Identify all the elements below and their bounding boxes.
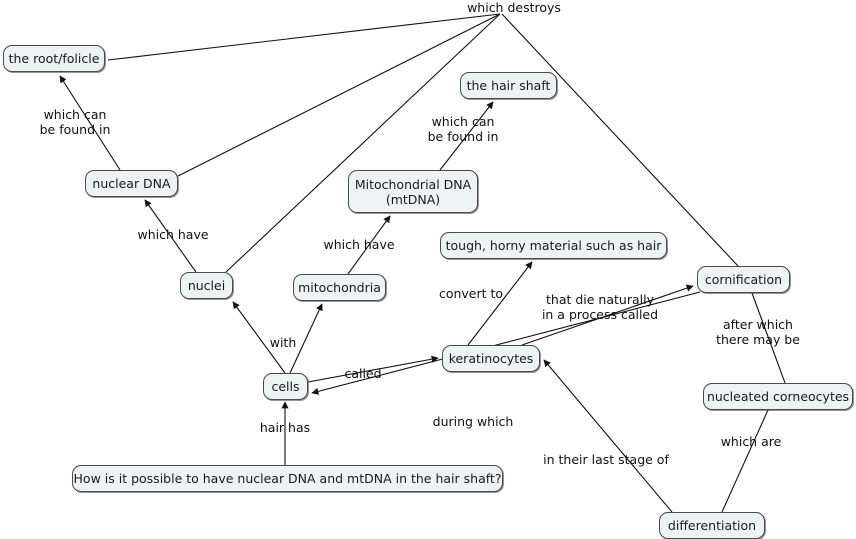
node-label: tough, horny material such as hair: [445, 237, 662, 253]
edge-nucleated-corneocytes-to-differentiation: [721, 409, 769, 513]
node-label: the root/folicle: [8, 50, 100, 66]
node-tough-horny-material[interactable]: tough, horny material such as hair: [440, 232, 667, 259]
edge-label-which-can-be-found-in-shaft: which can be found in: [427, 114, 499, 144]
node-nuclei[interactable]: nuclei: [180, 272, 233, 299]
edge-destroys-to-root-folicle: [107, 13, 501, 61]
node-label: nuclei: [187, 277, 226, 293]
edge-keratinocytes-to-tough-horny: [467, 261, 533, 346]
edge-differentiation-to-keratinocytes: [543, 359, 673, 513]
edge-label-in-their-last-stage-of: in their last stage of: [543, 452, 669, 467]
node-label: keratinocytes: [448, 350, 534, 366]
edge-label-called: called: [344, 366, 382, 381]
edge-label-hair-has: hair has: [259, 420, 311, 435]
edge-label-which-have-nuclei: which have: [137, 227, 209, 242]
node-question[interactable]: How is it possible to have nuclear DNA a…: [72, 465, 503, 492]
node-label-line-2: (mtDNA): [385, 191, 441, 207]
edge-label-with: with: [269, 335, 297, 350]
edge-label-which-have-mitochondria: which have: [323, 237, 395, 252]
node-label: nuclear DNA: [92, 175, 171, 191]
edge-label-which-destroys: which destroys: [467, 0, 561, 15]
node-keratinocytes[interactable]: keratinocytes: [442, 345, 540, 372]
node-label: cells: [271, 378, 300, 394]
edge-destroys-to-cornification: [501, 13, 739, 267]
node-cornification[interactable]: cornification: [697, 266, 790, 293]
node-the-root-folicle[interactable]: the root/folicle: [3, 45, 105, 72]
node-label-line-1: Mitochondrial DNA: [354, 176, 472, 192]
node-label: nucleated corneocytes: [706, 388, 850, 404]
edge-label-convert-to: convert to: [438, 286, 504, 301]
node-differentiation[interactable]: differentiation: [659, 512, 765, 539]
edge-label-which-can-be-found-in-root: which can be found in: [39, 107, 111, 137]
node-mitochondria[interactable]: mitochondria: [293, 274, 386, 301]
node-label: the hair shaft: [466, 77, 551, 93]
edge-label-which-are: which are: [720, 434, 782, 449]
node-nucleated-corneocytes[interactable]: nucleated corneocytes: [703, 383, 853, 410]
node-label: cornification: [704, 271, 783, 287]
node-label: mitochondria: [298, 279, 381, 295]
node-cells[interactable]: cells: [263, 373, 308, 400]
edge-label-after-which-there-may-be: after which there may be: [716, 317, 800, 347]
node-nuclear-dna[interactable]: nuclear DNA: [85, 170, 178, 197]
node-the-hair-shaft[interactable]: the hair shaft: [460, 72, 557, 99]
edge-label-during-which: during which: [432, 414, 514, 429]
node-label: How is it possible to have nuclear DNA a…: [73, 470, 502, 486]
node-label: differentiation: [667, 517, 757, 533]
edge-label-that-die-naturally: that die naturally in a process called: [541, 292, 659, 322]
node-mitochondrial-dna[interactable]: Mitochondrial DNA (mtDNA): [348, 170, 478, 213]
edge-destroys-to-nuclear-dna: [177, 13, 501, 177]
